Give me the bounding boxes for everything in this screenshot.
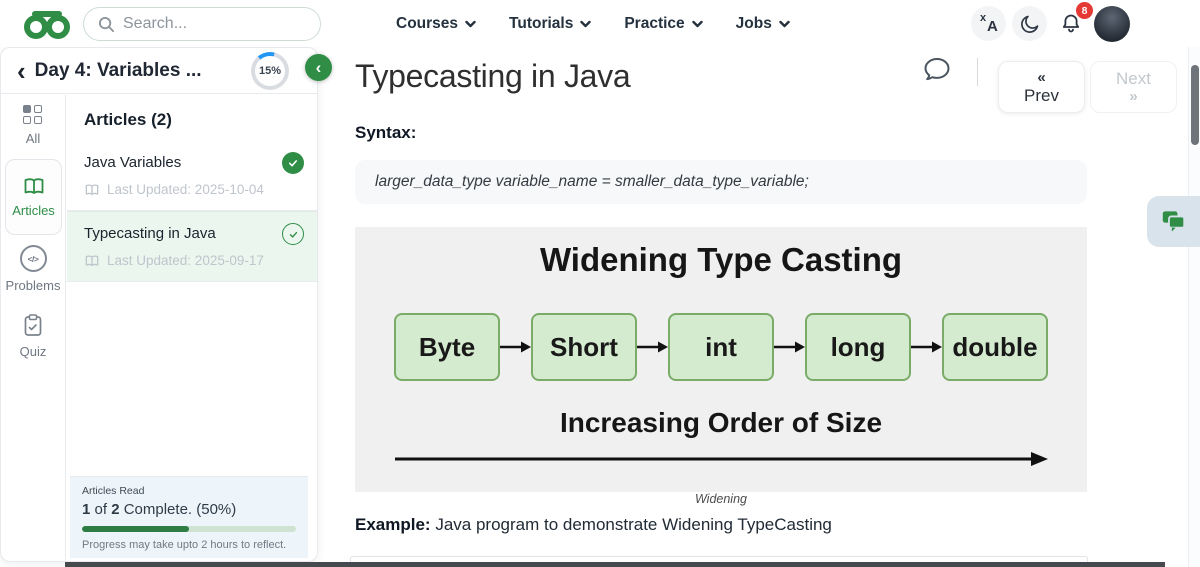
- nav-item-tutorials[interactable]: Tutorials: [509, 15, 592, 33]
- tab-problems[interactable]: </> Problems: [1, 245, 65, 293]
- chevron-down-icon: [465, 20, 476, 27]
- arrow-right-icon: [500, 341, 531, 353]
- type-box: Byte: [394, 313, 500, 381]
- course-day-title: Day 4: Variables ...: [34, 59, 202, 81]
- course-sidebar-header: ‹ Day 4: Variables ... 15%: [1, 48, 317, 94]
- arrow-right-icon: [637, 341, 668, 353]
- arrow-right-icon: [911, 341, 942, 353]
- last-updated: Last Updated: 2025-09-17: [107, 253, 264, 268]
- chat-bubbles-icon: [1162, 211, 1186, 232]
- book-icon: [85, 254, 99, 266]
- sidebar-tab-rail: All Articles </> Problems Quiz: [1, 95, 66, 561]
- figure-caption: Widening: [694, 492, 747, 506]
- chevron-down-icon: [779, 20, 790, 27]
- articles-progress-fill: [82, 526, 189, 532]
- next-button[interactable]: Next »: [1090, 61, 1177, 113]
- search-icon: [98, 16, 115, 32]
- moon-icon: [1020, 15, 1038, 33]
- example-code-block: [350, 556, 1088, 567]
- type-boxes-row: Byte Short int long double: [394, 313, 1048, 381]
- tab-articles[interactable]: Articles: [5, 159, 62, 235]
- grid-icon: [23, 105, 43, 125]
- nav-item-courses[interactable]: Courses: [396, 15, 476, 33]
- navbar-actions: x A 8: [971, 2, 1130, 42]
- page-title: Typecasting in Java: [355, 58, 631, 94]
- syntax-heading: Syntax:: [355, 123, 417, 142]
- user-avatar[interactable]: [1094, 5, 1130, 42]
- articles-progress-bar: [82, 526, 296, 532]
- course-progress-ring: 15%: [251, 52, 289, 90]
- tab-all[interactable]: All: [1, 105, 65, 146]
- article-item-typecasting[interactable]: Typecasting in Java Last Updated: 2025-0…: [67, 211, 317, 282]
- course-progress-value: 15%: [258, 65, 282, 77]
- chevron-down-icon: [691, 20, 703, 27]
- book-icon: [24, 178, 43, 194]
- prev-button[interactable]: « Prev: [998, 61, 1085, 113]
- notification-badge: 8: [1076, 2, 1093, 19]
- figure-subtitle: Increasing Order of Size: [559, 407, 883, 438]
- bell-icon: [1062, 14, 1079, 32]
- main-menu: Courses Tutorials Practice Jobs: [396, 0, 790, 47]
- dark-mode-button[interactable]: [1012, 6, 1047, 41]
- type-box: int: [668, 313, 774, 381]
- example-line: Example: Java program to demonstrate Wid…: [355, 515, 832, 534]
- articles-progress-box: Articles Read 1 of 2 Complete. (50%) Pro…: [70, 476, 308, 558]
- type-box: double: [942, 313, 1048, 381]
- mark-complete-check-icon[interactable]: [282, 223, 304, 245]
- last-updated: Last Updated: 2025-10-04: [107, 182, 264, 197]
- header-divider: [977, 58, 978, 86]
- page-scrollbar[interactable]: [1188, 47, 1200, 567]
- progress-label: Articles Read: [82, 485, 145, 497]
- completed-check-icon: [282, 152, 304, 174]
- bottom-dark-bar: [65, 562, 1165, 567]
- nav-item-jobs[interactable]: Jobs: [736, 15, 790, 33]
- search-box[interactable]: [83, 7, 321, 41]
- prev-chevrons-icon: «: [1037, 68, 1046, 86]
- back-chevron-icon[interactable]: ‹: [17, 55, 26, 86]
- gfg-logo-icon[interactable]: [22, 6, 72, 41]
- figure-title: Widening Type Casting: [539, 241, 903, 278]
- translate-icon: x: [980, 12, 987, 24]
- articles-list: Articles (2) Java Variables Last Updated…: [67, 95, 317, 561]
- widening-typecasting-figure: Widening Type Casting Byte Short int lon…: [355, 227, 1087, 492]
- progress-count: 1 of 2 Complete. (50%): [82, 501, 237, 518]
- syntax-code-block: larger_data_type variable_name = smaller…: [355, 160, 1087, 204]
- comment-bubble-icon: [924, 58, 950, 81]
- type-box: Short: [531, 313, 637, 381]
- translate-button[interactable]: x A: [971, 6, 1006, 41]
- search-input[interactable]: [123, 15, 283, 33]
- tab-quiz[interactable]: Quiz: [1, 313, 65, 359]
- next-chevrons-icon: »: [1129, 88, 1138, 106]
- articles-section-title: Articles (2): [84, 110, 172, 129]
- article-item-java-variables[interactable]: Java Variables Last Updated: 2025-10-04: [67, 140, 317, 211]
- arrow-right-icon: [774, 341, 805, 353]
- chat-button[interactable]: [1147, 196, 1200, 247]
- course-sidebar: ‹ Day 4: Variables ... 15% ‹ All Article…: [0, 47, 332, 562]
- comments-button[interactable]: [921, 54, 953, 86]
- code-icon: </>: [19, 245, 47, 272]
- type-box: long: [805, 313, 911, 381]
- scrollbar-thumb[interactable]: [1191, 65, 1199, 145]
- progress-note: Progress may take upto 2 hours to reflec…: [82, 539, 287, 551]
- nav-item-practice[interactable]: Practice: [624, 15, 703, 33]
- book-icon: [85, 183, 99, 195]
- top-navbar: Courses Tutorials Practice Jobs x A: [0, 0, 1200, 47]
- chevron-down-icon: [580, 20, 592, 27]
- clipboard-icon: [24, 314, 42, 336]
- notifications-button[interactable]: 8: [1053, 2, 1093, 41]
- long-arrow-icon: [395, 452, 1048, 466]
- collapse-sidebar-button[interactable]: ‹: [305, 54, 332, 81]
